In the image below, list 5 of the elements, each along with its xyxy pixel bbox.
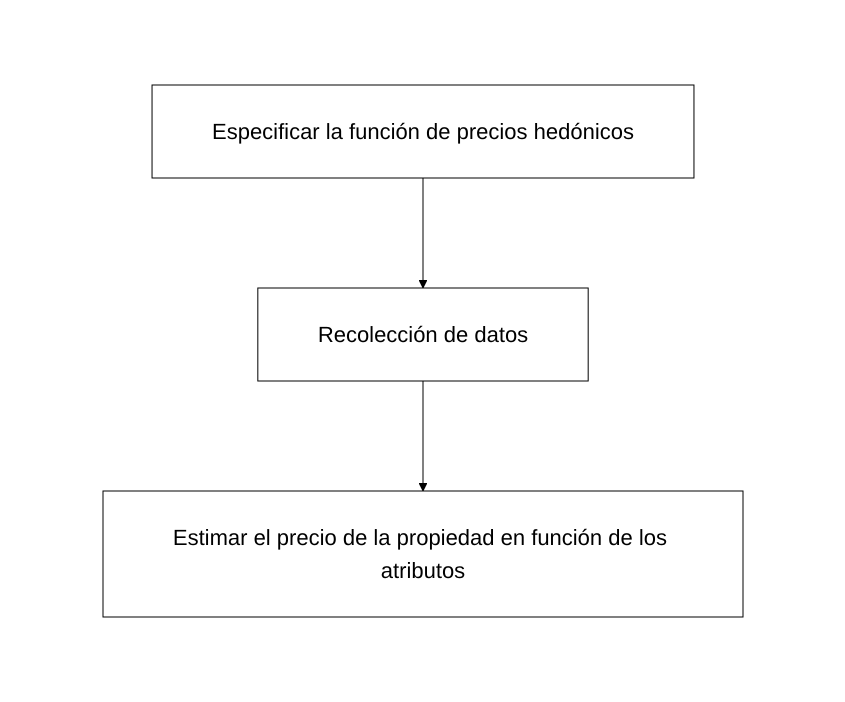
node-box: Recolección de datos: [256, 288, 588, 382]
node-box: Especificar la función de precios hedónicos: [151, 84, 694, 178]
node-box: Estimar el precio de la propiedad en función de los atributos: [102, 490, 743, 618]
arrow: [418, 380, 427, 492]
arrow: [418, 178, 427, 288]
